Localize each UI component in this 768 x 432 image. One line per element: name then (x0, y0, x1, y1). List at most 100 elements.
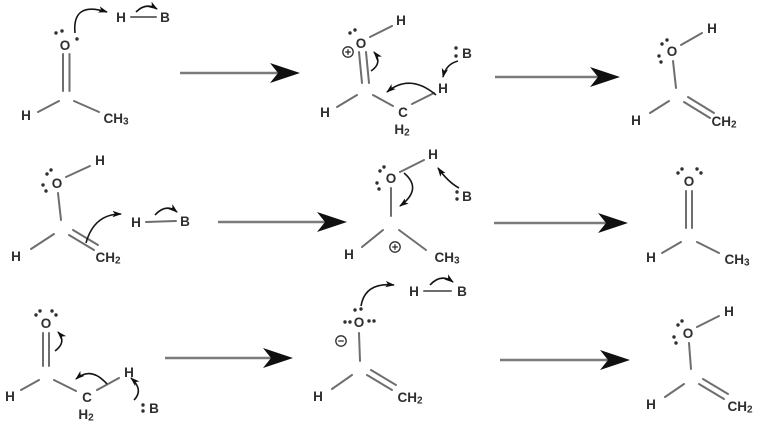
bond-line (398, 229, 427, 251)
reaction-arrow-icon (494, 213, 628, 233)
electron-flow-arrow-icon (386, 82, 437, 96)
atom-label: B (462, 189, 472, 204)
lone-pair-dot (353, 28, 357, 32)
atom-label: O (354, 315, 365, 330)
lone-pair-dot (699, 171, 703, 175)
atom-label: H (396, 13, 406, 28)
bond-line (661, 241, 682, 254)
atom-label: B (462, 46, 472, 61)
atom-label: O (684, 174, 695, 189)
lone-pair-dot (455, 190, 459, 194)
atom-label: O (60, 38, 71, 53)
bond-line (399, 159, 425, 173)
atom-label: O (683, 326, 694, 341)
reaction-arrow-icon (218, 212, 347, 232)
bond-line (698, 383, 725, 400)
bond-line (372, 94, 394, 107)
lone-pair-dot (375, 181, 379, 185)
bond-line (68, 234, 95, 251)
atom-label: H (320, 105, 330, 120)
atom-label: H (116, 10, 126, 25)
bond-line (680, 32, 703, 46)
atom-label: H (646, 397, 656, 412)
bond-line (72, 229, 99, 246)
electron-flow-arrow-icon (360, 280, 395, 307)
electron-flow-arrow-icon (135, 1, 158, 13)
bond-line (369, 25, 393, 38)
electron-flow-arrow-icon (154, 204, 178, 216)
reaction-arrow-icon (495, 67, 620, 87)
bond-line (411, 92, 435, 105)
lone-pair-dot (454, 54, 458, 58)
atom-label: H (409, 284, 419, 299)
atom-label: H (344, 247, 354, 262)
bond-line (358, 332, 361, 362)
bond-line (73, 100, 100, 113)
lone-pair-dot (348, 320, 352, 324)
lone-pair-dot (680, 167, 684, 171)
lone-pair-dot (60, 29, 64, 33)
reaction-arrow-icon (165, 348, 293, 368)
bond-line (57, 192, 62, 221)
atom-label: H2 (394, 122, 410, 139)
lone-pair-dot (672, 335, 676, 339)
atom-label: CH3 (103, 111, 129, 128)
lone-pair-dot (44, 189, 48, 193)
atom-label: H (5, 389, 15, 404)
bond-line (145, 220, 177, 223)
lone-pair-dot (49, 168, 53, 172)
bond-line (370, 369, 397, 386)
atom-label: H (646, 250, 656, 265)
lone-pair-dot (38, 309, 42, 313)
bond-line (696, 315, 720, 328)
bond-line (664, 383, 685, 398)
atom-label: H (438, 81, 448, 96)
reaction-arrow-icon (500, 350, 630, 370)
bond-line (65, 165, 91, 178)
atom-label: H (707, 21, 717, 36)
atom-label: B (180, 214, 190, 229)
atom-label: H (21, 108, 31, 123)
atom-label: CH3 (434, 250, 460, 267)
lone-pair-dot (674, 341, 678, 345)
electron-flow-arrow-icon (441, 60, 459, 78)
atom-label: C (82, 390, 92, 405)
lone-pair-dot (75, 37, 79, 41)
bond-line (358, 51, 363, 84)
atom-label: B (457, 284, 467, 299)
bond-line (361, 229, 384, 248)
bond-line (20, 379, 40, 391)
lone-pair-dot (41, 183, 45, 187)
atom-label: H (631, 113, 641, 128)
lone-pair-dot (141, 409, 145, 413)
lone-pair-dot (660, 42, 664, 46)
lone-pair-dot (377, 187, 381, 191)
bond-line (688, 342, 692, 370)
atom-label: H (124, 365, 134, 380)
bond-line (366, 374, 393, 391)
lone-pair-dot (454, 46, 458, 50)
atom-label: O (41, 316, 52, 331)
bond-line (53, 379, 77, 392)
lone-pair-dot (353, 308, 357, 312)
atom-label: O (52, 176, 63, 191)
atom-label: C (398, 105, 408, 120)
lone-pair-dot (54, 313, 58, 317)
lone-pair-dot (455, 197, 459, 201)
atom-label: H (95, 153, 105, 168)
lone-pair-dot (680, 319, 684, 323)
bond-line (37, 100, 60, 113)
lone-pair-dot (657, 54, 661, 58)
lone-pair-dot (45, 172, 49, 176)
lone-pair-dot (665, 38, 669, 42)
